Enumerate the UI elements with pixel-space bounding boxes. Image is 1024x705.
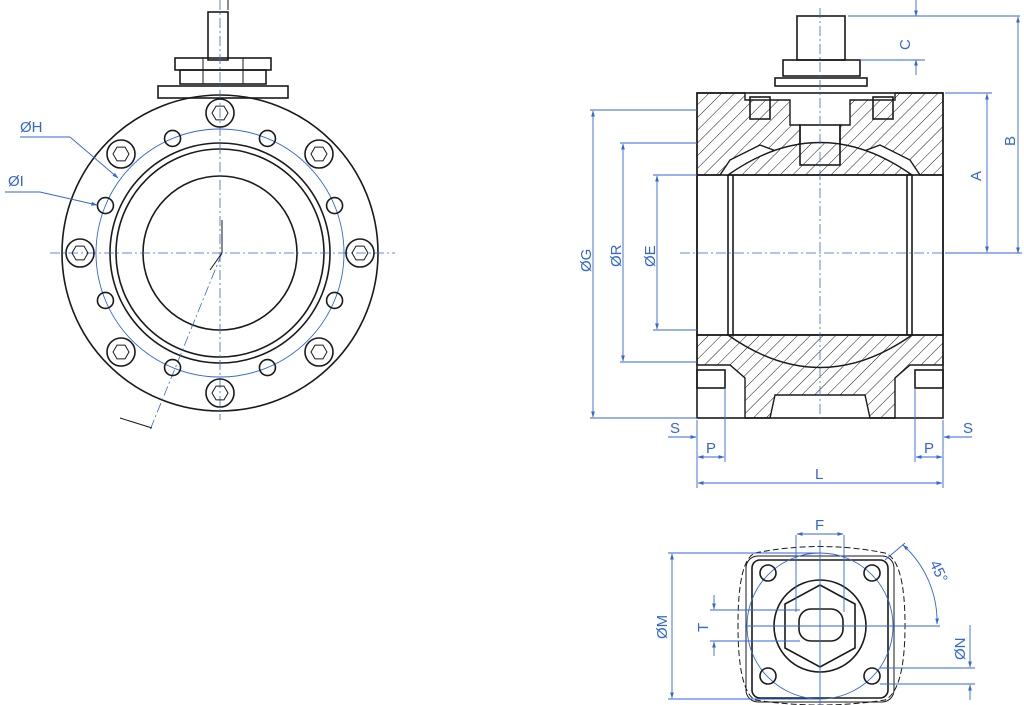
- hex-socket-icon: [351, 245, 369, 261]
- hex-bolt: [205, 98, 235, 128]
- label-angle: 45°: [926, 558, 951, 586]
- bolt-hole: [258, 129, 277, 148]
- label-bolt-circle: ØH: [20, 119, 43, 136]
- hex-bolt: [205, 378, 235, 408]
- label-e: ØE: [642, 245, 659, 267]
- hex-bolt: [106, 337, 136, 367]
- label-m: ØM: [654, 615, 671, 639]
- hex-socket-icon: [310, 146, 328, 162]
- label-bolt-hole: ØI: [8, 173, 24, 190]
- label-l: L: [815, 466, 823, 483]
- label-c: C: [897, 39, 914, 50]
- hex-socket-icon: [112, 146, 130, 162]
- label-t: T: [695, 623, 712, 632]
- hex-bolt: [304, 139, 334, 169]
- hex-bolts: [65, 98, 375, 408]
- front-view: ØH ØI: [5, 0, 395, 431]
- label-a: A: [968, 171, 985, 181]
- hex-bolt: [65, 238, 95, 268]
- bolt-hole: [163, 129, 182, 148]
- label-f: F: [815, 517, 824, 534]
- label-p-right: P: [924, 440, 934, 457]
- bolt-hole: [96, 291, 115, 310]
- label-b: B: [1002, 136, 1019, 146]
- label-n: ØN: [952, 638, 969, 661]
- hex-socket-icon: [211, 385, 229, 401]
- section-view: C B A ØG ØR ØE S P S P L: [578, 0, 1022, 488]
- hex-socket-icon: [310, 344, 328, 360]
- hex-socket-icon: [112, 344, 130, 360]
- label-g: ØG: [578, 249, 595, 272]
- hex-bolt: [304, 337, 334, 367]
- hex-socket-icon: [71, 245, 89, 261]
- hex-socket-icon: [211, 105, 229, 121]
- bolt-hole: [325, 196, 344, 215]
- hex-bolt: [345, 238, 375, 268]
- bolt-hole: [325, 291, 344, 310]
- bolt-hole: [163, 358, 182, 377]
- label-p-left: P: [706, 440, 716, 457]
- label-s-left: S: [670, 420, 680, 437]
- top-view: F 45° ØM T ØN: [654, 517, 975, 705]
- hex-bolt: [106, 139, 136, 169]
- bolt-hole: [258, 358, 277, 377]
- label-r: ØR: [608, 244, 625, 267]
- label-s-right: S: [963, 420, 973, 437]
